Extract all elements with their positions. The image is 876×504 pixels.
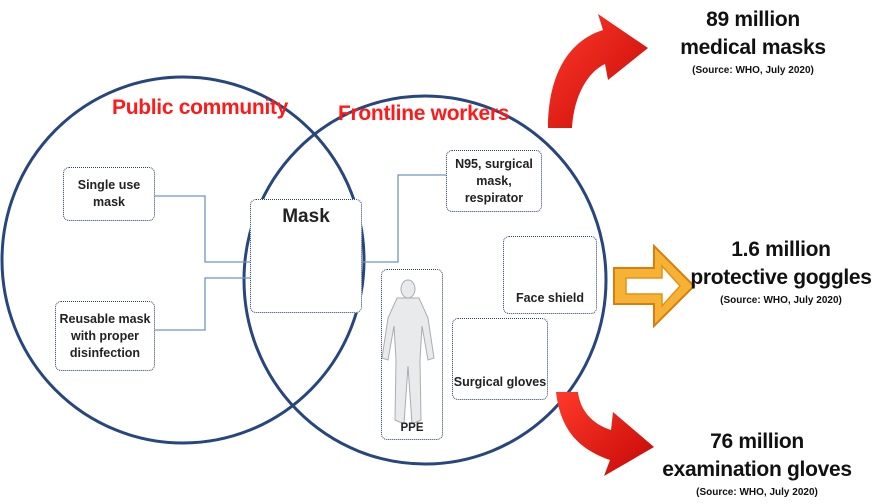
public-community-circle xyxy=(0,75,366,445)
ppe-box: PPE xyxy=(381,269,443,440)
frontline-workers-title: Frontline workers xyxy=(338,102,510,125)
gloves-stat-value: 76 million xyxy=(710,430,804,453)
gloves-stat-source: (Source: WHO, July 2020) xyxy=(696,487,818,498)
masks-stat-value: 89 million xyxy=(706,8,800,31)
n95-box: N95, surgical mask, respirator xyxy=(446,150,542,212)
goggles-stat-source: (Source: WHO, July 2020) xyxy=(720,295,842,306)
n95-label: N95, surgical mask, respirator xyxy=(455,156,533,205)
frontline-workers-circle xyxy=(242,94,608,466)
single-use-mask-label: Single use mask xyxy=(77,178,141,209)
mask-box: Mask xyxy=(250,199,362,313)
surgical-gloves-box: Surgical gloves xyxy=(452,318,548,400)
ppe-suit-icon xyxy=(381,279,435,425)
connector-lines xyxy=(155,174,446,331)
reusable-mask-label: Reusable mask with proper disinfection xyxy=(59,311,151,360)
masks-stat: 89 million medical masks (Source: WHO, J… xyxy=(648,6,858,79)
surgical-gloves-label: Surgical gloves xyxy=(453,375,547,389)
masks-stat-item: medical masks xyxy=(680,36,826,59)
ppe-label: PPE xyxy=(400,422,424,434)
goggles-stat: 1.6 million protective goggles (Source: … xyxy=(690,236,872,309)
mask-label: Mask xyxy=(282,206,330,227)
gloves-stat: 76 million examination gloves (Source: W… xyxy=(652,428,862,501)
red-curved-arrow-down-icon xyxy=(556,392,654,476)
reusable-mask-box: Reusable mask with proper disinfection xyxy=(55,301,155,371)
face-shield-box: Face shield xyxy=(503,236,597,314)
public-community-title: Public community xyxy=(112,96,289,119)
single-use-mask-box: Single use mask xyxy=(63,167,155,221)
red-curved-arrow-up-icon xyxy=(548,14,648,128)
goggles-stat-value: 1.6 million xyxy=(731,238,831,261)
gloves-stat-item: examination gloves xyxy=(662,458,852,481)
goggles-stat-item: protective goggles xyxy=(690,266,872,289)
orange-block-arrow-icon xyxy=(613,243,696,329)
face-shield-label: Face shield xyxy=(515,291,585,305)
masks-stat-source: (Source: WHO, July 2020) xyxy=(692,65,814,76)
